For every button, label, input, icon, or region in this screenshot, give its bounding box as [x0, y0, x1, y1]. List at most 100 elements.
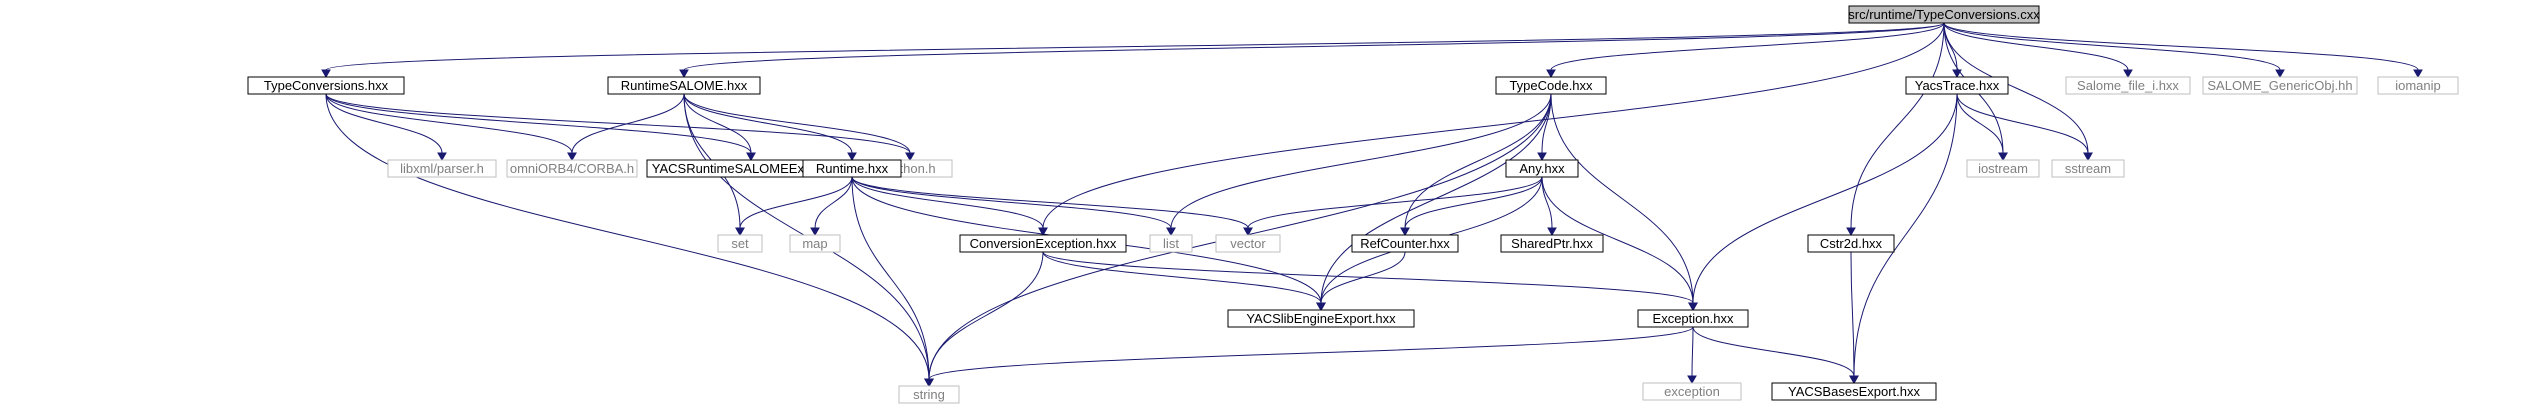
edge-root-to-runtime-salome	[679, 22, 1945, 79]
node-label: src/runtime/TypeConversions.cxx	[1848, 7, 2040, 22]
edge-exception-hxx-to-yacsbases-export	[1692, 326, 1859, 385]
edge-runtime-hxx-to-set	[735, 176, 853, 237]
edge-refcounter-to-yacslib-engine	[1316, 251, 1406, 312]
node-box	[1149, 234, 1193, 253]
node-label: Any.hxx	[1519, 161, 1565, 176]
node-box	[1351, 234, 1459, 253]
edge-runtime-salome-to-runtime-hxx	[683, 93, 857, 162]
node-root[interactable]: src/runtime/TypeConversions.cxx	[1848, 5, 2040, 24]
node-label: YacsTrace.hxx	[1915, 78, 2000, 93]
node-typecode[interactable]: TypeCode.hxx	[1495, 76, 1607, 95]
node-label: Cstr2d.hxx	[1820, 236, 1883, 251]
edge-runtime-salome-to-omniorb	[567, 93, 685, 162]
node-box	[1215, 234, 1281, 253]
edge-runtime-hxx-to-conversion-exc	[851, 176, 1048, 237]
node-box	[1966, 159, 2040, 178]
edges-layer	[321, 22, 2423, 388]
node-iostream: iostream	[1966, 159, 2040, 178]
node-map: map	[789, 234, 841, 253]
edge-conversion-exc-to-exception-hxx	[1042, 251, 1698, 312]
edge-runtime-hxx-to-map	[810, 176, 853, 237]
node-libxml: libxml/parser.h	[387, 159, 497, 178]
edge-yacstrace-to-sstream	[1956, 93, 2093, 162]
node-label: string	[913, 387, 945, 402]
node-yacslib-engine[interactable]: YACSlibEngineExport.hxx	[1227, 309, 1415, 328]
node-yacstrace[interactable]: YacsTrace.hxx	[1905, 76, 2009, 95]
node-salome-file: Salome_file_i.hxx	[2065, 76, 2191, 95]
node-salome-generic: SALOME_GenericObj.hh	[2202, 76, 2358, 95]
node-iomanip: iomanip	[2377, 76, 2459, 95]
node-box	[898, 385, 960, 404]
node-box	[1500, 234, 1604, 253]
edge-typecode-to-yacslib-engine	[1316, 93, 1552, 312]
node-label: TypeCode.hxx	[1509, 78, 1593, 93]
node-box	[717, 234, 763, 253]
node-box	[1905, 76, 2009, 95]
node-label: iostream	[1978, 161, 2028, 176]
node-label: vector	[1230, 236, 1266, 251]
node-box	[2065, 76, 2191, 95]
edge-runtime-hxx-to-list	[851, 176, 1176, 237]
node-box	[1848, 5, 2040, 24]
node-runtime-salome[interactable]: RuntimeSALOME.hxx	[607, 76, 761, 95]
node-refcounter[interactable]: RefCounter.hxx	[1351, 234, 1459, 253]
node-cstr2d[interactable]: Cstr2d.hxx	[1807, 234, 1895, 253]
node-box	[607, 76, 761, 95]
edge-typecode-to-exception-hxx	[1550, 93, 1698, 312]
node-label: omniORB4/CORBA.h	[510, 161, 634, 176]
node-exception: exception	[1642, 382, 1742, 401]
node-box	[802, 159, 902, 178]
node-label: ConversionException.hxx	[970, 236, 1117, 251]
node-runtime-hxx[interactable]: Runtime.hxx	[802, 159, 902, 178]
edge-root-to-typecode	[1546, 22, 1945, 79]
edge-conversion-exc-to-yacslib-engine	[1042, 251, 1326, 312]
edge-root-to-cstr2d	[1846, 22, 1945, 237]
node-sstream: sstream	[2051, 159, 2125, 178]
node-label: YACSBasesExport.hxx	[1788, 384, 1920, 399]
node-vector: vector	[1215, 234, 1281, 253]
node-label: map	[802, 236, 827, 251]
node-box	[2377, 76, 2459, 95]
edge-cstr2d-to-yacsbases-export	[1849, 251, 1859, 385]
node-label: TypeConversions.hxx	[264, 78, 389, 93]
node-label: YACSRuntimeSALOMEExport.hxx	[652, 161, 851, 176]
node-sharedptr[interactable]: SharedPtr.hxx	[1500, 234, 1604, 253]
node-label: set	[731, 236, 749, 251]
node-label: iomanip	[2395, 78, 2441, 93]
edge-conversion-exc-to-string	[924, 251, 1044, 388]
edge-typecode-to-list	[1166, 93, 1552, 237]
node-box	[2202, 76, 2358, 95]
node-box	[387, 159, 497, 178]
node-exception-hxx[interactable]: Exception.hxx	[1637, 309, 1749, 328]
edge-any-to-vector	[1243, 176, 1543, 237]
node-box	[506, 159, 638, 178]
node-typeconv-hxx[interactable]: TypeConversions.hxx	[247, 76, 405, 95]
edge-typeconv-hxx-to-libxml	[325, 93, 447, 162]
node-box	[1807, 234, 1895, 253]
node-box	[1642, 382, 1742, 401]
node-box	[2051, 159, 2125, 178]
node-omniorb: omniORB4/CORBA.h	[506, 159, 638, 178]
node-label: YACSlibEngineExport.hxx	[1246, 311, 1396, 326]
node-box	[959, 234, 1127, 253]
node-box	[1495, 76, 1607, 95]
node-label: SharedPtr.hxx	[1511, 236, 1593, 251]
node-set: set	[717, 234, 763, 253]
node-conversion-exc[interactable]: ConversionException.hxx	[959, 234, 1127, 253]
edge-exception-hxx-to-exception	[1687, 326, 1697, 385]
edge-root-to-salome-generic	[1943, 22, 2285, 79]
node-box	[1637, 309, 1749, 328]
node-box	[247, 76, 405, 95]
node-label: SALOME_GenericObj.hh	[2207, 78, 2352, 93]
node-label: libxml/parser.h	[400, 161, 484, 176]
node-box	[789, 234, 841, 253]
node-box	[1227, 309, 1415, 328]
edge-any-to-refcounter	[1400, 176, 1543, 237]
edge-runtime-hxx-to-string	[851, 176, 934, 388]
edge-root-to-salome-file	[1943, 22, 2133, 79]
node-any[interactable]: Any.hxx	[1505, 159, 1579, 178]
node-label: sstream	[2065, 161, 2111, 176]
node-label: exception	[1664, 384, 1720, 399]
node-yacsbases-export[interactable]: YACSBasesExport.hxx	[1771, 382, 1937, 401]
